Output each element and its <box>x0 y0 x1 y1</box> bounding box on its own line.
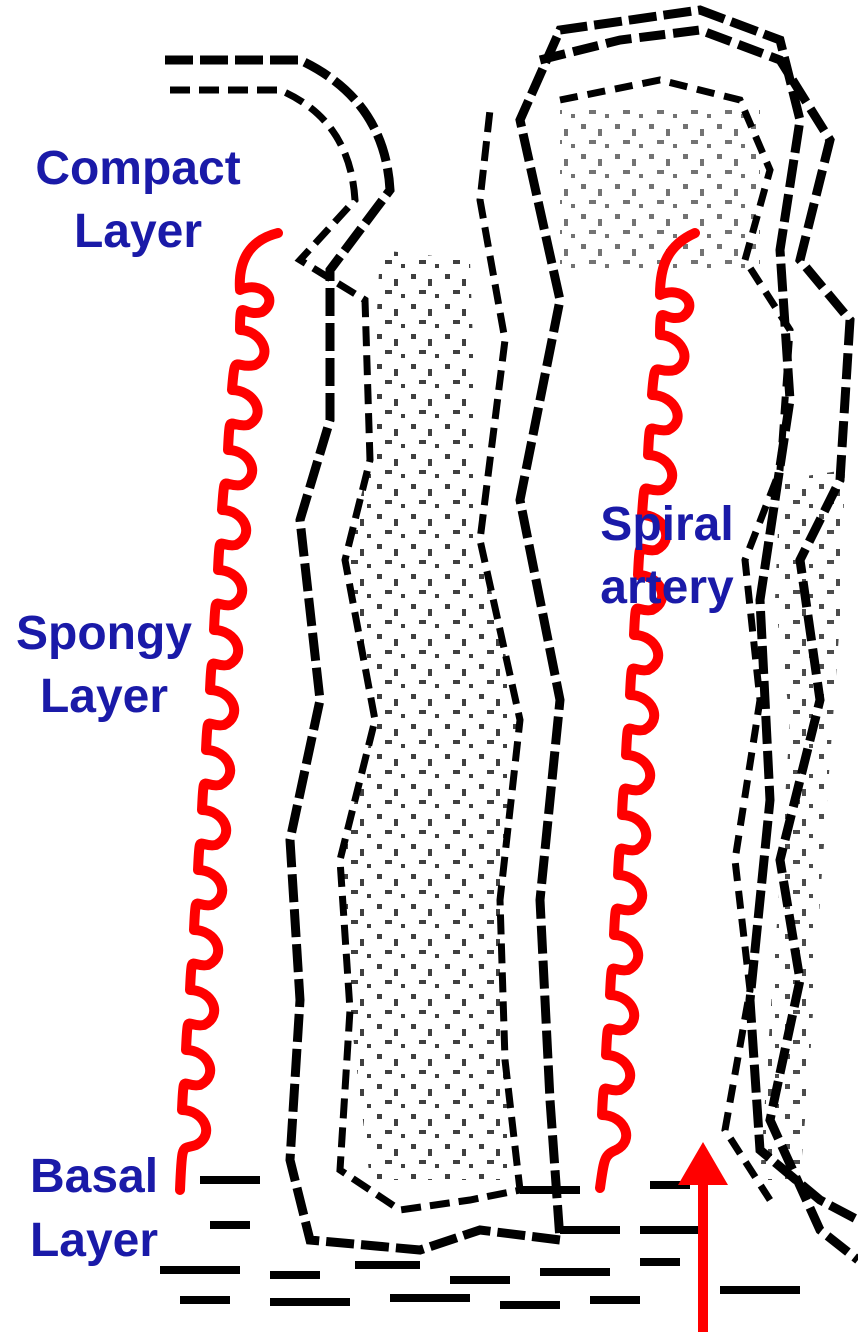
right-gland-lumen <box>760 470 845 1180</box>
label-basal-line1: Basal <box>30 1150 158 1203</box>
right-spiral-artery <box>600 233 695 1188</box>
label-spongy-line1: Spongy <box>16 607 192 660</box>
label-compact-line2: Layer <box>74 205 202 258</box>
label-spiral-line1: Spiral <box>600 498 733 551</box>
label-compact-line1: Compact <box>35 142 240 195</box>
label-basal-line2: Layer <box>30 1214 158 1267</box>
blood-flow-arrow <box>678 1142 728 1332</box>
label-spongy-line2: Layer <box>40 670 168 723</box>
stroma-texture-top <box>560 110 760 270</box>
label-spiral-line2: artery <box>600 561 734 614</box>
left-spiral-artery <box>180 233 278 1190</box>
